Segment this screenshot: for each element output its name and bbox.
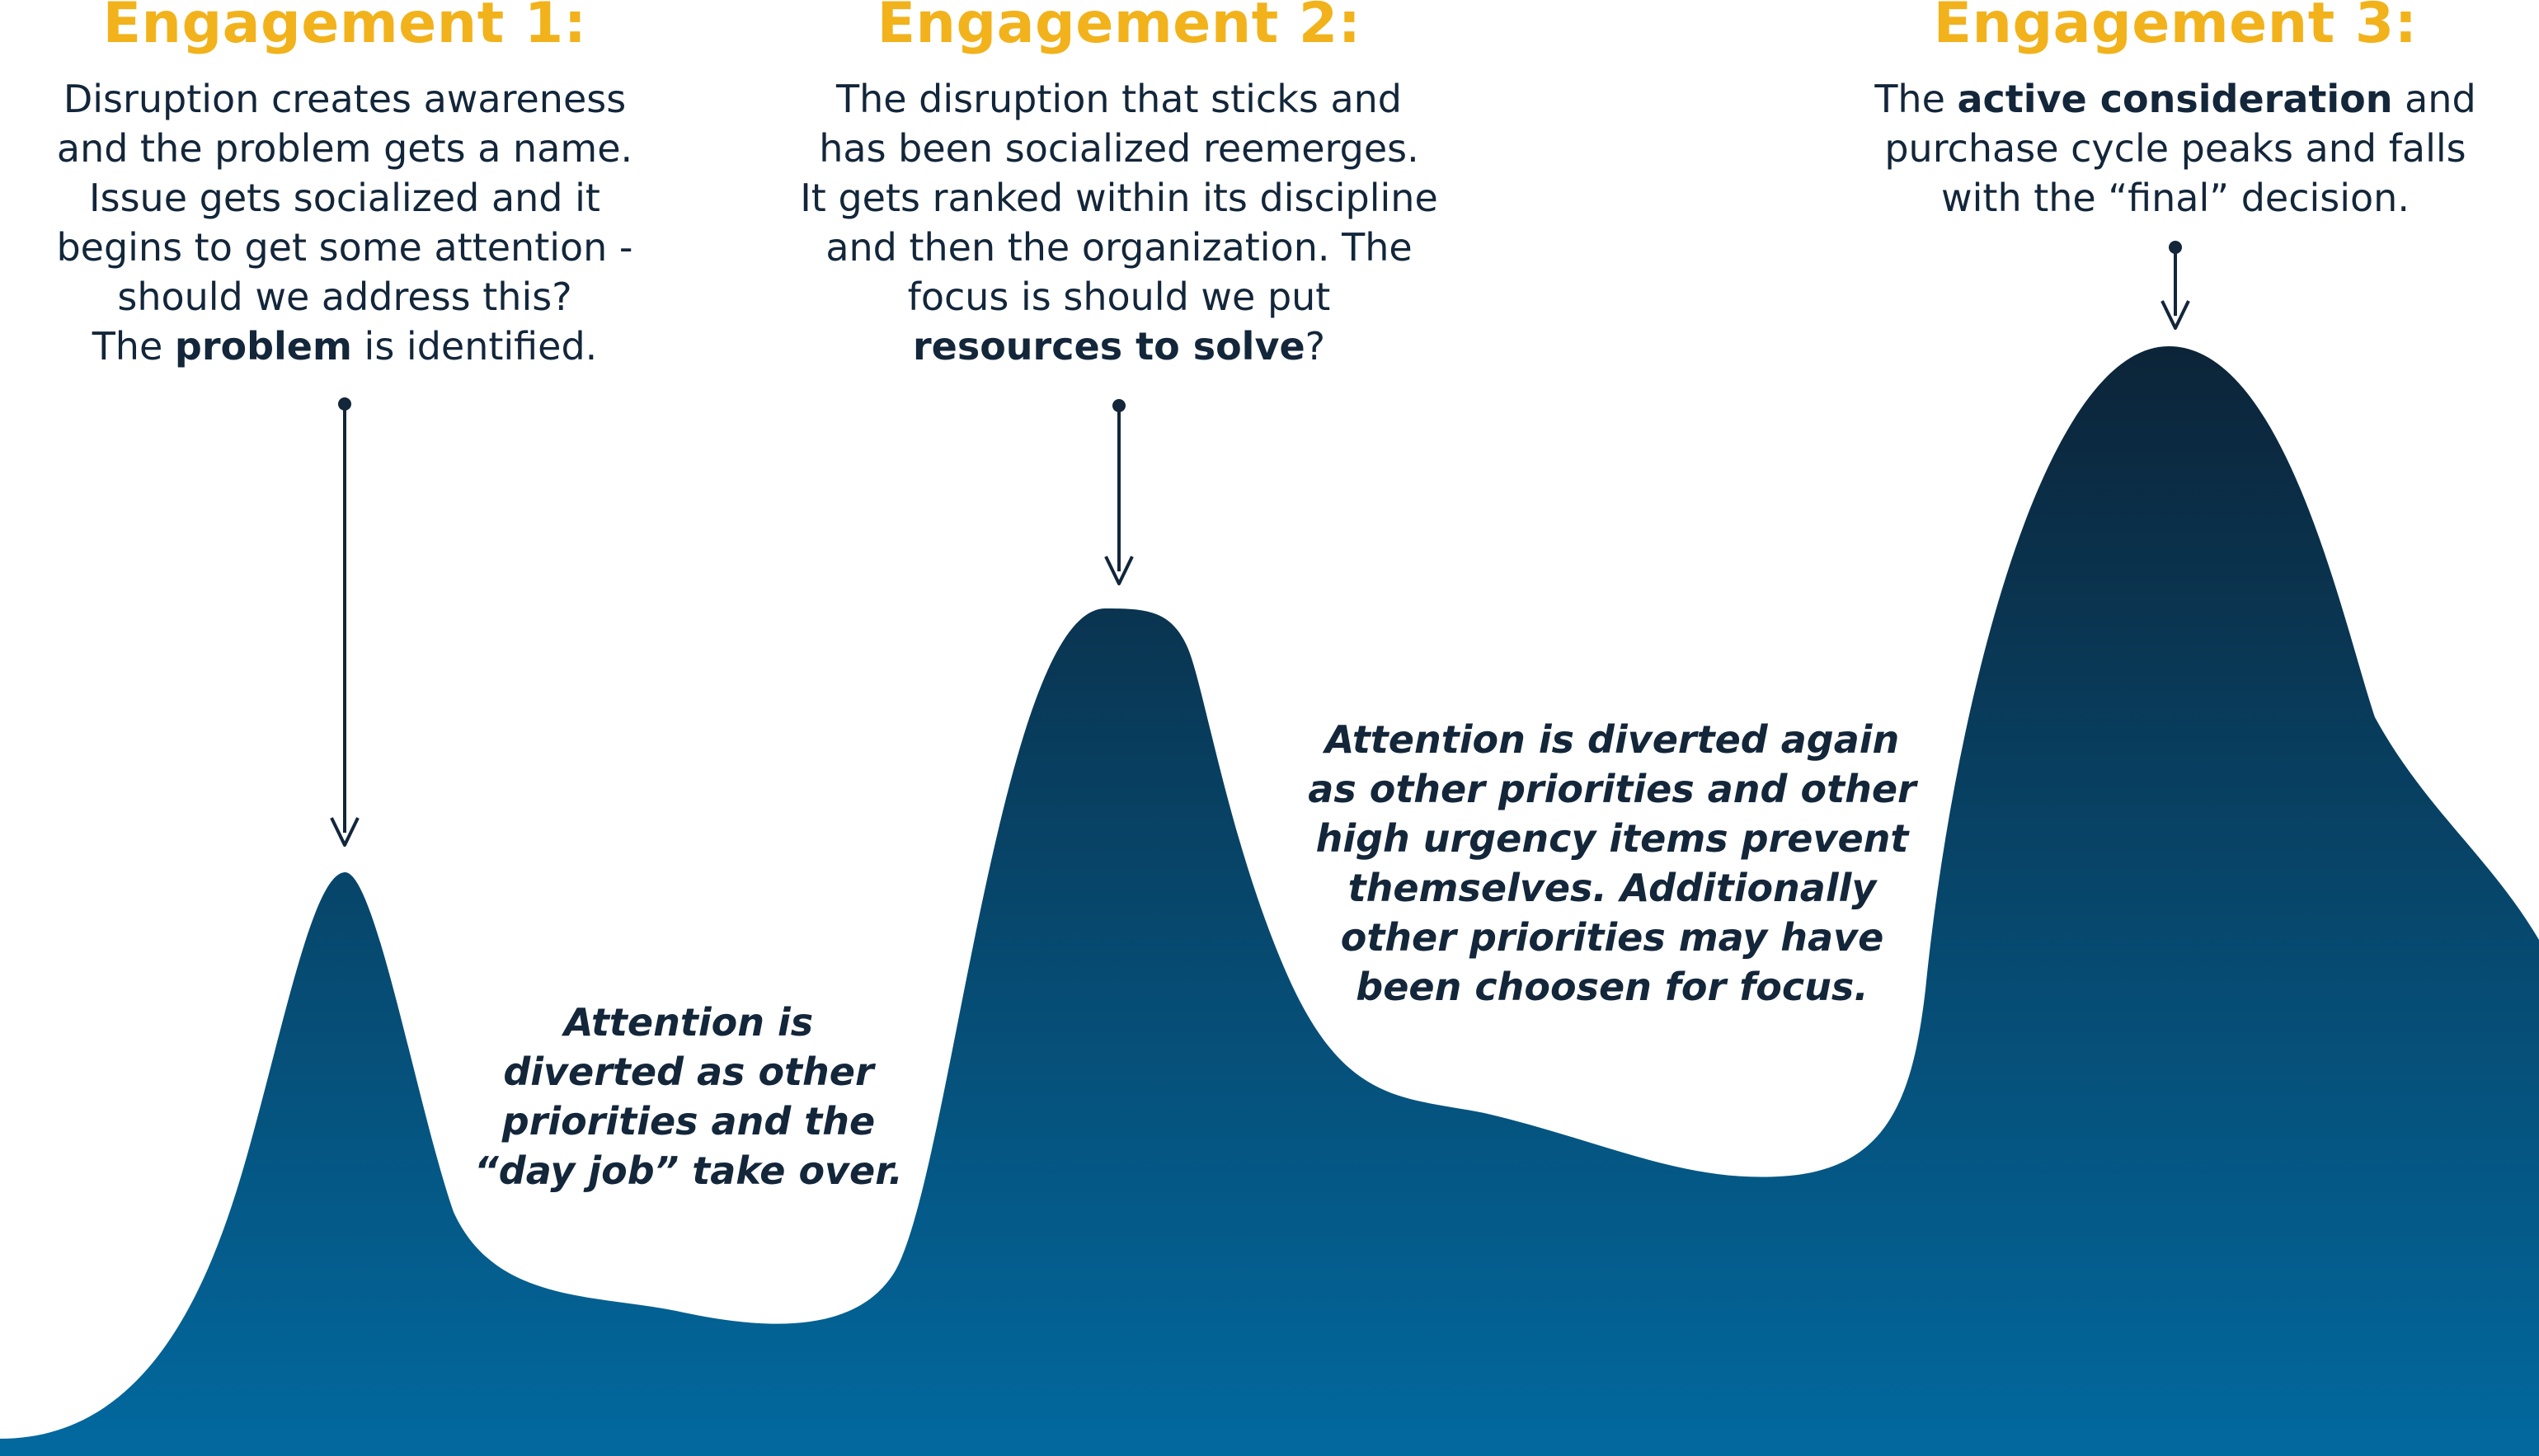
text-segment: ? (1305, 324, 1326, 369)
text-segment: is identified. (351, 324, 598, 369)
description-line: The disruption that sticks and (835, 77, 1402, 121)
emphasis-active-consideration: active consideration (1957, 77, 2393, 121)
note-line: themselves. Additionally (1347, 866, 1877, 910)
arrowhead-icon (2161, 300, 2190, 330)
description-line: Disruption creates awareness (63, 77, 627, 121)
text-segment: The (92, 324, 175, 369)
description-line: The active consideration and (1825, 74, 2526, 124)
engagement-3-heading: Engagement 3: (1933, 0, 2418, 56)
note-line: Attention is (563, 1000, 814, 1045)
note-line: Attention is diverted again (1324, 717, 1900, 762)
arrowhead-icon (330, 817, 360, 847)
description-line: begins to get some attention - (56, 225, 633, 270)
text-segment: and (2392, 77, 2476, 121)
note-line: priorities and the (501, 1099, 876, 1144)
description-line: resources to solve? (748, 322, 1490, 371)
engagement-2-description: The disruption that sticks and has been … (748, 74, 1490, 371)
description-line: Issue gets socialized and it (89, 176, 600, 220)
arrow-engagement-2 (1104, 399, 1134, 585)
engagement-1-heading: Engagement 1: (102, 0, 587, 56)
engagement-3-description: The active consideration and purchase cy… (1825, 74, 2526, 223)
description-line: with the “final” decision. (1941, 176, 2410, 220)
description-line: The problem is identified. (15, 322, 675, 371)
emphasis-problem: problem (174, 324, 352, 369)
text-segment: The (1874, 77, 1958, 121)
arrow-engagement-3 (2161, 241, 2190, 330)
engagement-1-description: Disruption creates awareness and the pro… (15, 74, 675, 371)
note-line: been choosen for focus. (1356, 965, 1869, 1009)
arrow-engagement-1 (330, 397, 360, 847)
engagement-2-heading: Engagement 2: (877, 0, 1361, 56)
attention-diverted-note-2: Attention is diverted again as other pri… (1270, 715, 1954, 1012)
note-line: “day job” take over. (474, 1148, 903, 1193)
description-line: and then the organization. The (825, 225, 1413, 270)
attention-mountain-shape (0, 346, 2539, 1456)
note-line: high urgency items prevent (1315, 816, 1909, 861)
emphasis-resources: resources to solve (912, 324, 1305, 369)
description-line: has been socialized reemerges. (819, 126, 1419, 171)
description-line: focus is should we put (907, 275, 1331, 319)
arrowhead-icon (1104, 556, 1134, 585)
note-line: diverted as other (503, 1050, 874, 1094)
description-line: should we address this? (117, 275, 572, 319)
description-line: and the problem gets a name. (56, 126, 633, 171)
attention-diverted-note-1: Attention is diverted as other prioritie… (441, 998, 936, 1195)
description-line: It gets ranked within its discipline (800, 176, 1438, 220)
note-line: other priorities may have (1340, 915, 1884, 960)
description-line: purchase cycle peaks and falls (1884, 126, 2466, 171)
note-line: as other priorities and other (1308, 767, 1916, 811)
